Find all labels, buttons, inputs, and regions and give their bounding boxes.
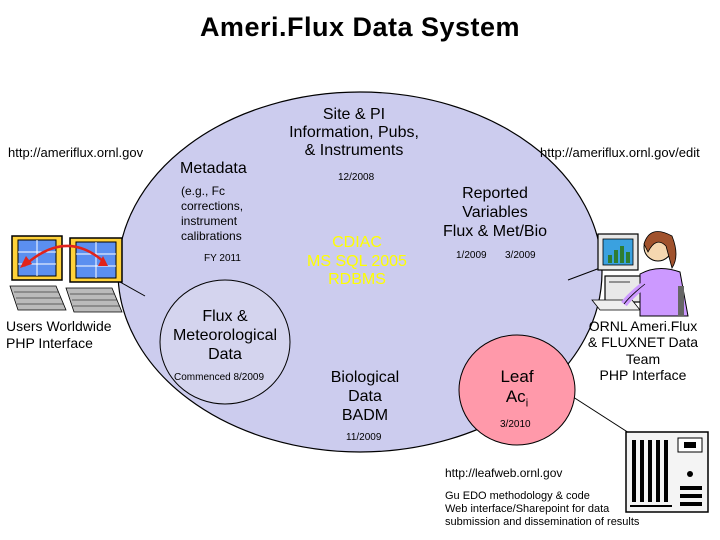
- site-pi-date: 12/2008: [338, 172, 375, 183]
- leafweb-url[interactable]: http://leafweb.ornl.gov: [445, 466, 563, 480]
- portal-url-left[interactable]: http://ameriflux.ornl.gov: [8, 145, 144, 160]
- flux-met-ellipse: [159, 279, 291, 405]
- page-title: Ameri.Flux Data System: [199, 12, 521, 42]
- site-pi-info: Site & PI Information, Pubs, & Instrumen…: [289, 106, 419, 159]
- connector-ornl: [567, 267, 601, 281]
- portal-url-edit[interactable]: http://ameriflux.ornl.gov/edit: [540, 145, 700, 160]
- reported-variables: Reported Variables Flux & Met/Bio: [442, 185, 548, 241]
- metadata-date: FY 2011: [204, 253, 241, 264]
- reported-date-1: 1/2009: [456, 250, 487, 261]
- flux-met-date: Commenced 8/2009: [174, 372, 265, 383]
- leaf-ellipse: [458, 334, 576, 446]
- biological-date: 11/2009: [346, 432, 382, 443]
- flux-met-data: Flux & Meteorological Data: [172, 308, 278, 363]
- globe-workstation-icon: [9, 235, 123, 313]
- ornl-team-label: ORNL Ameri.Flux & FLUXNET Data Team PHP …: [587, 318, 699, 384]
- cdiac-database: CDIAC MS SQL 2005 RDBMS: [307, 234, 407, 289]
- reported-date-2: 3/2009: [505, 250, 536, 261]
- metadata-title: Metadata: [180, 160, 247, 177]
- server-rack-icon: [625, 431, 709, 513]
- users-worldwide-label: Users Worldwide PHP Interface: [6, 318, 112, 351]
- metadata-description: (e.g., Fc corrections, instrument calibr…: [181, 184, 244, 243]
- connector-users: [119, 281, 146, 297]
- gu-notes: Gu EDO methodology & code Web interface/…: [445, 490, 640, 529]
- person-computer-icon: [591, 231, 689, 317]
- biological-data: Biological Data BADM: [330, 369, 400, 425]
- leaf-aci: Leaf Aci: [500, 367, 534, 410]
- leaf-date: 3/2010: [500, 419, 531, 430]
